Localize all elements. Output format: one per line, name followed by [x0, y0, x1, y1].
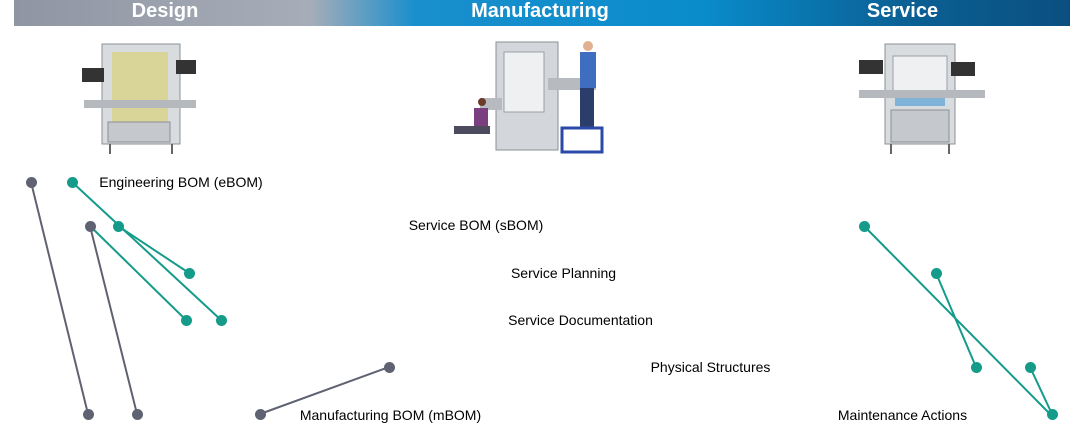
connector-dot [383, 361, 395, 373]
bar-service-bom: Service BOM (sBOM) [72, 207, 880, 243]
bar-label: Manufacturing BOM (mBOM) [299, 407, 482, 423]
connector-ebom-to-mbom-outer [30, 181, 89, 415]
service-machine-illustration [859, 43, 985, 154]
bar-label: Maintenance Actions [837, 407, 968, 423]
bar-service-documentation: Service Documentation [172, 302, 989, 338]
bar-label: Engineering BOM (eBOM) [99, 174, 263, 190]
connector-mbom-to-physical [259, 366, 390, 415]
bar-label: Service Planning [510, 265, 617, 281]
connector-sbom-to-mbom [89, 225, 138, 415]
connector-dot [183, 267, 195, 279]
connector-dot [180, 314, 192, 326]
phase-manufacturing-label: Manufacturing [471, 0, 609, 22]
phase-service-label: Service [866, 0, 939, 22]
manufacturing-scene-illustration [454, 41, 604, 154]
bar-label: Physical Structures [650, 359, 771, 375]
connector-dot [25, 176, 37, 188]
connector-dot [1024, 361, 1036, 373]
connector-dot [930, 267, 942, 279]
connector-dot [858, 220, 870, 232]
connector-dot [970, 361, 982, 373]
bar-engineering-bom: Engineering BOM (eBOM) [14, 164, 348, 200]
bar-physical-structures: Physical Structures [374, 349, 1047, 385]
connector-dot [112, 220, 124, 232]
connector-dot [254, 408, 266, 420]
phase-header [14, 0, 1070, 26]
bar-label: Service BOM (sBOM) [408, 217, 544, 233]
bar-service-planning: Service Planning [172, 255, 955, 291]
phase-design-label: Design [131, 0, 199, 22]
bar-maintenance-actions: Maintenance Actions [735, 397, 1070, 433]
connector-dot [131, 408, 143, 420]
connector-dot [215, 314, 227, 326]
connector-dot [84, 220, 96, 232]
connector-sbom-to-planning [117, 225, 190, 274]
connector-dot [1046, 408, 1058, 420]
connector-ebom-to-documentation [71, 181, 222, 321]
connector-physical-to-maintenance [1029, 366, 1053, 415]
bar-label: Service Documentation [508, 312, 653, 328]
bar-manufacturing-bom: Manufacturing BOM (mBOM) [72, 397, 709, 433]
connector-dot [66, 176, 78, 188]
design-machine-illustration [82, 43, 196, 154]
connector-sbom-to-documentation [89, 225, 187, 321]
connector-dot [82, 408, 94, 420]
connector-planning-to-physical [935, 272, 977, 368]
